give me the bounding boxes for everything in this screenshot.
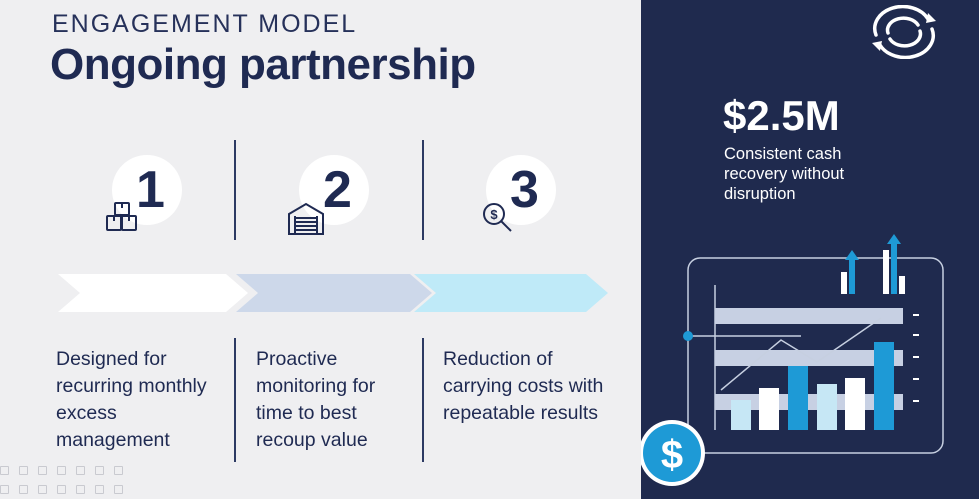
arrow-step-3 (414, 274, 608, 312)
garage-icon (288, 202, 324, 235)
step-1: 1 (100, 150, 280, 245)
eyebrow-label: ENGAGEMENT MODEL (52, 10, 358, 38)
step-number: 2 (323, 161, 352, 219)
dollar-search-icon: $ (483, 203, 512, 232)
step-3: 3 $ (472, 150, 652, 245)
right-panel: $2.5M Consistent cash recovery without d… (641, 0, 979, 499)
swirl-logo-icon (872, 5, 936, 59)
highlight-value: $2.5M (723, 92, 840, 139)
dollar-coin-icon: $ (641, 420, 705, 486)
arrow-step-2 (236, 274, 432, 312)
step-number: 3 (510, 161, 539, 219)
page-title: Ongoing partnership (50, 40, 476, 89)
svg-text:$: $ (661, 433, 683, 477)
process-arrows (58, 274, 608, 312)
step-1-description: Designed for recurring monthly excess ma… (56, 348, 207, 451)
divider (422, 140, 424, 240)
step-circle (486, 155, 556, 225)
divider (422, 338, 424, 462)
step-number: 1 (136, 161, 165, 219)
step-3-description: Reduction of carrying costs with repeata… (443, 348, 604, 424)
boxes-icon (106, 202, 137, 231)
arrow-step-1 (58, 274, 248, 312)
svg-text:$: $ (490, 207, 498, 222)
step-2-description: Proactive monitoring for time to best re… (256, 348, 376, 451)
left-panel: ENGAGEMENT MODEL Ongoing partnership 1 2 (0, 10, 608, 494)
divider (234, 338, 236, 462)
step-circle (299, 155, 369, 225)
step-2: 2 (285, 150, 465, 245)
growth-chart-illustration (683, 234, 944, 454)
step-circle (112, 155, 182, 225)
divider (234, 140, 236, 240)
highlight-caption: Consistent cash recovery without disrupt… (724, 145, 845, 203)
